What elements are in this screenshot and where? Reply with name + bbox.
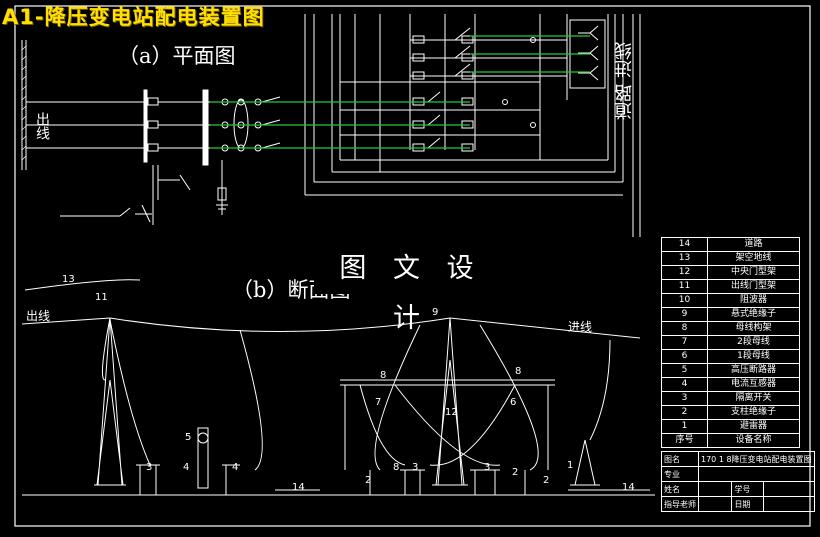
num-label: 13 xyxy=(62,274,75,285)
num-label: 2 xyxy=(512,467,518,478)
name-label: 姓名 xyxy=(661,481,699,497)
num-label: 4 xyxy=(183,462,189,473)
legend-no: 12 xyxy=(661,265,708,280)
legend-no: 7 xyxy=(661,335,708,350)
legend-header-row: 序号设备名称 xyxy=(661,433,800,448)
num-label: 5 xyxy=(185,432,191,443)
legend-no: 8 xyxy=(661,321,708,336)
num-label: 7 xyxy=(375,397,381,408)
advisor-label: 指导老师 xyxy=(661,496,699,512)
legend-no: 14 xyxy=(661,237,708,252)
major-value xyxy=(698,466,815,482)
plan-view xyxy=(21,14,641,237)
plan-bus-lines xyxy=(210,35,590,149)
legend-name: 隔离开关 xyxy=(707,391,800,406)
num-label: 3 xyxy=(484,462,490,473)
legend-no: 10 xyxy=(661,293,708,308)
num-label: 3 xyxy=(146,462,152,473)
section-numbers: 13 11 9 8 8 7 6 12 5 3 4 4 3 8 3 2 2 2 1… xyxy=(62,274,635,493)
legend-name: 电流互感器 xyxy=(707,377,800,392)
num-label: 8 xyxy=(515,366,521,377)
num-label: 8 xyxy=(393,462,399,473)
legend-no: 11 xyxy=(661,279,708,294)
num-label: 14 xyxy=(622,482,635,493)
num-label: 14 xyxy=(292,482,305,493)
num-label: 1 xyxy=(567,460,573,471)
plan-outgoing-label: 出线 xyxy=(34,112,50,140)
legend-header-no: 序号 xyxy=(661,433,708,448)
legend-no: 1 xyxy=(661,419,708,434)
watermark: 图 文 设 计 xyxy=(314,244,508,334)
num-label: 6 xyxy=(510,397,516,408)
section-outgoing-label: 出线 xyxy=(26,309,51,323)
legend-no: 5 xyxy=(661,363,708,378)
legend-no: 13 xyxy=(661,251,708,266)
section-incoming-label: 进线 xyxy=(568,320,593,334)
date-value xyxy=(762,496,815,512)
title-block: 图名 170 1 8降压变电站配电装置图 专业 姓名 学号 指导老师 日期 xyxy=(661,451,815,512)
num-label: 2 xyxy=(365,475,371,486)
legend-name: 道路 xyxy=(707,237,800,252)
num-label: 3 xyxy=(412,462,418,473)
legend-name: 2段母线 xyxy=(707,335,800,350)
drawing-title-banner: A1-降压变电站配电装置图 xyxy=(2,5,265,29)
legend-name: 阻波器 xyxy=(707,293,800,308)
advisor-value xyxy=(697,496,733,512)
drawing-name: 170 1 8降压变电站配电装置图 xyxy=(698,451,815,467)
plan-section-title: （a）平面图 xyxy=(118,44,236,68)
drawing-name-label: 图名 xyxy=(661,451,699,467)
legend-no: 9 xyxy=(661,307,708,322)
num-label: 9 xyxy=(432,307,438,318)
legend-no: 3 xyxy=(661,391,708,406)
section-view xyxy=(21,279,655,496)
legend-name: 高压断路器 xyxy=(707,363,800,378)
legend-name: 避雷器 xyxy=(707,419,800,434)
legend-name: 悬式绝缘子 xyxy=(707,307,800,322)
legend-name: 中央门型架 xyxy=(707,265,800,280)
student-no-label: 学号 xyxy=(731,481,764,497)
legend-no: 6 xyxy=(661,349,708,364)
legend-name: 架空地线 xyxy=(707,251,800,266)
sheet-frame xyxy=(14,5,811,527)
num-label: 8 xyxy=(380,370,386,381)
date-label: 日期 xyxy=(731,496,764,512)
name-value xyxy=(697,481,733,497)
legend-header-name: 设备名称 xyxy=(707,433,800,448)
legend-name: 支柱绝缘子 xyxy=(707,405,800,420)
num-label: 2 xyxy=(543,475,549,486)
legend-name: 母线构架 xyxy=(707,321,800,336)
student-no-value xyxy=(762,481,815,497)
legend-name: 1段母线 xyxy=(707,349,800,364)
legend-name: 出线门型架 xyxy=(707,279,800,294)
num-label: 11 xyxy=(95,292,108,303)
major-label: 专业 xyxy=(661,466,699,482)
legend-no: 2 xyxy=(661,405,708,420)
num-label: 12 xyxy=(445,407,458,418)
legend-no: 4 xyxy=(661,377,708,392)
road-label: 道路 进线 xyxy=(614,42,635,120)
num-label: 4 xyxy=(232,462,238,473)
